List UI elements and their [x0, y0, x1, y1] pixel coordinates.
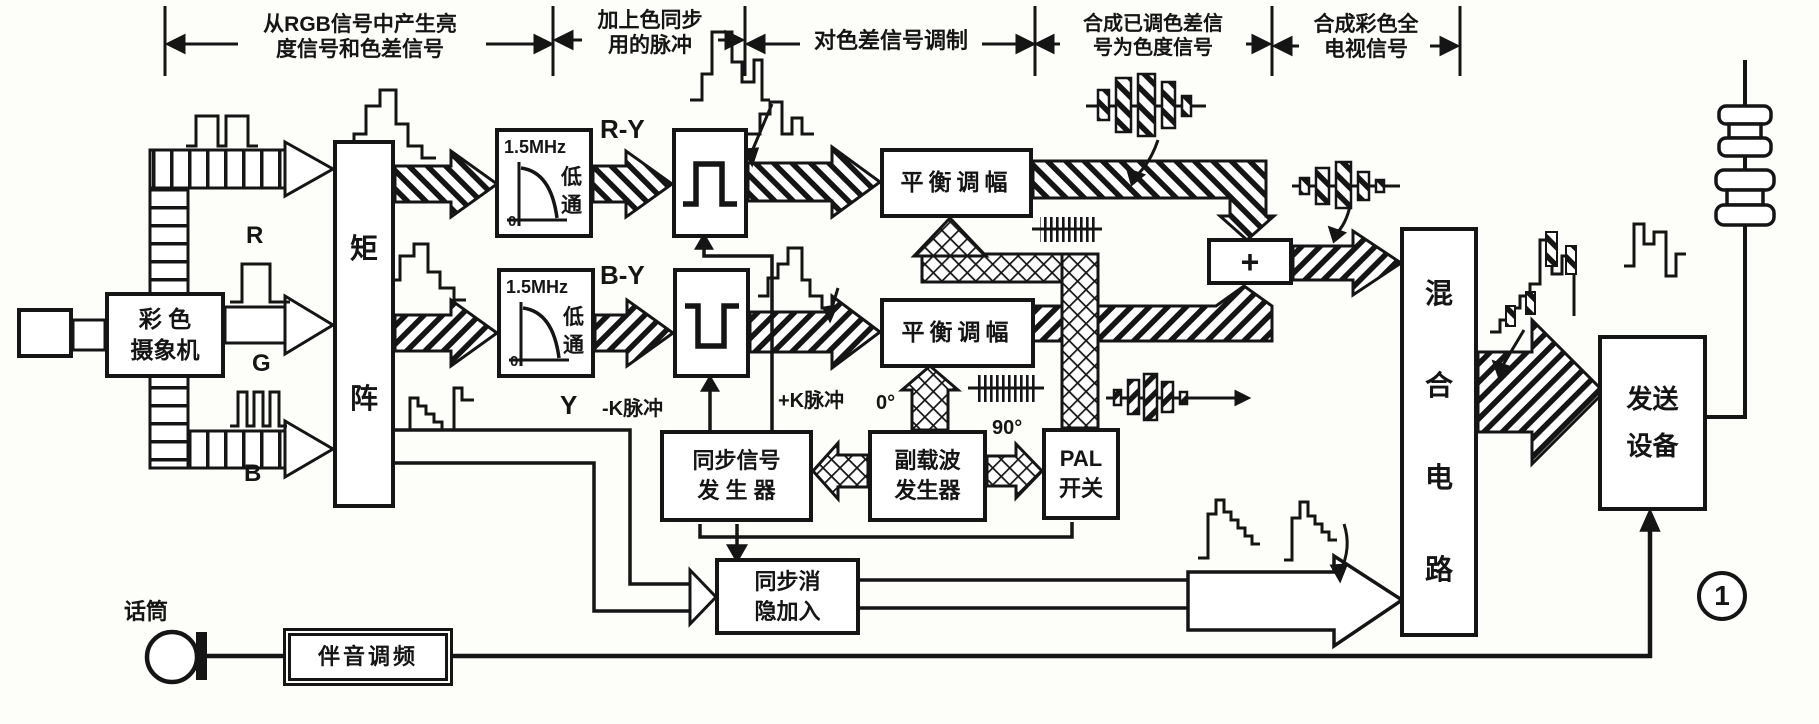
- waveform-annotations: [186, 30, 1686, 584]
- color-camera-box: 彩 色 摄象机: [105, 292, 225, 378]
- adder-box: +: [1207, 238, 1293, 285]
- lpf-low-label: 低: [563, 306, 584, 329]
- channel-gate2-to-mod2: [748, 293, 883, 371]
- subcarrier-90deg-arrow: [985, 440, 1045, 502]
- pal-output-up-arrow: [910, 215, 990, 258]
- signal-channels: [393, 144, 1607, 468]
- waveform-y-staircase: [400, 386, 474, 432]
- lpf-frequency-label: 1.5MHz: [504, 137, 567, 157]
- waveform-modulated-ry: [1096, 72, 1193, 138]
- figure-number-marker: 1: [1697, 571, 1747, 621]
- lpf-low-label: 低: [561, 166, 582, 189]
- audio-to-transmitter-line: [450, 524, 1653, 659]
- lpf-pass-label: 通: [563, 333, 584, 357]
- transmitter-box: 发送 设备: [1598, 335, 1707, 511]
- label-microphone: 话筒: [124, 599, 169, 624]
- negative-gate-pulse-box: [673, 268, 750, 378]
- subcarrier-0deg-arrow: [897, 364, 963, 432]
- waveform-output-pulses: [1624, 222, 1686, 278]
- balanced-modulator-by-box: 平衡调幅: [880, 298, 1035, 368]
- label-plus-k-pulse: +K脉冲: [778, 390, 845, 412]
- lowpass-filter-by-box: 1.5MHz 低 通 0: [497, 268, 595, 378]
- waveform-b-pulse: [230, 390, 287, 428]
- waveform-composite-1: [1198, 498, 1260, 560]
- subcarrier-to-syncgen-arrow: [810, 439, 870, 503]
- sync-signal-generator-box: 同步信号 发 生 器: [660, 430, 813, 522]
- pal-output-vertical: [1060, 252, 1100, 430]
- y-into-syncins-arrow: [688, 566, 719, 628]
- y-signal-line: [395, 428, 690, 586]
- label-b: B: [244, 460, 262, 487]
- label-g: G: [252, 350, 271, 377]
- camera-lens-box: [17, 308, 73, 358]
- syncins-output-lines: [860, 578, 1188, 610]
- channel-gate1-to-mod1: [746, 144, 883, 220]
- channel-adder-to-mixer: [1291, 228, 1404, 298]
- waveform-composite-2: [1284, 500, 1337, 562]
- waveform-full-composite-chroma: [1505, 231, 1577, 327]
- section-label-3: 对色差信号调制: [813, 28, 968, 53]
- matrix-box: 矩 阵: [333, 140, 395, 508]
- balanced-modulator-ry-box: 平衡调幅: [880, 148, 1033, 218]
- positive-pulse-icon: [683, 161, 737, 207]
- section-label-4: 合成已调色差信 号为色度信号: [1083, 13, 1223, 59]
- negative-pulse-icon: [684, 303, 739, 349]
- label-r: R: [246, 222, 264, 249]
- label-y: Y: [560, 390, 578, 420]
- section-label-2: 加上色同步 用的脉冲: [597, 9, 703, 58]
- waveform-burst-gate-pulse: [690, 30, 770, 102]
- waveform-r-pulse: [186, 114, 258, 148]
- lpf-pass-label: 通: [561, 193, 582, 217]
- label-minus-k-pulse: -K脉冲: [602, 398, 664, 420]
- channel-matrix-to-lpf2: [393, 297, 500, 369]
- label-90-degrees: 90°: [992, 417, 1023, 439]
- channel-lpf2-to-gate2: [593, 297, 676, 369]
- channel-mixer-to-transmitter: [1476, 316, 1607, 468]
- antenna-icon: [1714, 104, 1776, 227]
- syncgen-to-pal-line: [698, 522, 1074, 539]
- lpf-frequency-label: 1.5MHz: [506, 277, 569, 297]
- audio-arrowhead: [1639, 507, 1661, 532]
- lowpass-filter-ry-box: 1.5MHz 低 通 0: [495, 128, 593, 238]
- blanking-line: [395, 461, 690, 613]
- waveform-chroma: [1298, 160, 1386, 210]
- channel-matrix-to-lpf1: [393, 148, 500, 220]
- microphone-icon: [144, 629, 207, 685]
- mixer-circuit-box: 混 合 电 路: [1400, 227, 1478, 637]
- section-dimension-lines: [163, 6, 1462, 76]
- waveform-ry-input: [340, 88, 436, 160]
- waveform-mod1-input: [748, 100, 814, 136]
- audio-fm-box: 伴音调频: [282, 627, 454, 687]
- section-label-1: 从RGB信号中产生亮 度信号和色差信号: [263, 13, 457, 62]
- label-0-degrees: 0°: [876, 392, 896, 414]
- waveform-g-pulse: [230, 262, 290, 304]
- waveform-mod2-input: [758, 246, 834, 310]
- syncgen-to-syncins-arrowhead: [725, 544, 749, 564]
- waveform-modulated-by: [1112, 372, 1189, 422]
- syncins-to-mixer-arrow: [1186, 552, 1406, 650]
- label-r-minus-y: R-Y: [600, 114, 645, 144]
- channel-mod1-to-adder: [1031, 159, 1278, 243]
- label-b-minus-y: B-Y: [600, 260, 645, 290]
- lpf-response-curve: [507, 162, 567, 226]
- positive-gate-pulse-box: [672, 128, 748, 238]
- lpf-response-curve: [509, 302, 569, 366]
- channel-lpf1-to-gate1: [591, 148, 675, 220]
- sync-blanking-insert-box: 同步消 隐加入: [715, 558, 860, 635]
- pal-switch-box: PAL 开关: [1042, 428, 1120, 520]
- subcarrier-generator-box: 副载波 发生器: [868, 430, 987, 522]
- section-label-5: 合成彩色全 电视信号: [1313, 13, 1419, 62]
